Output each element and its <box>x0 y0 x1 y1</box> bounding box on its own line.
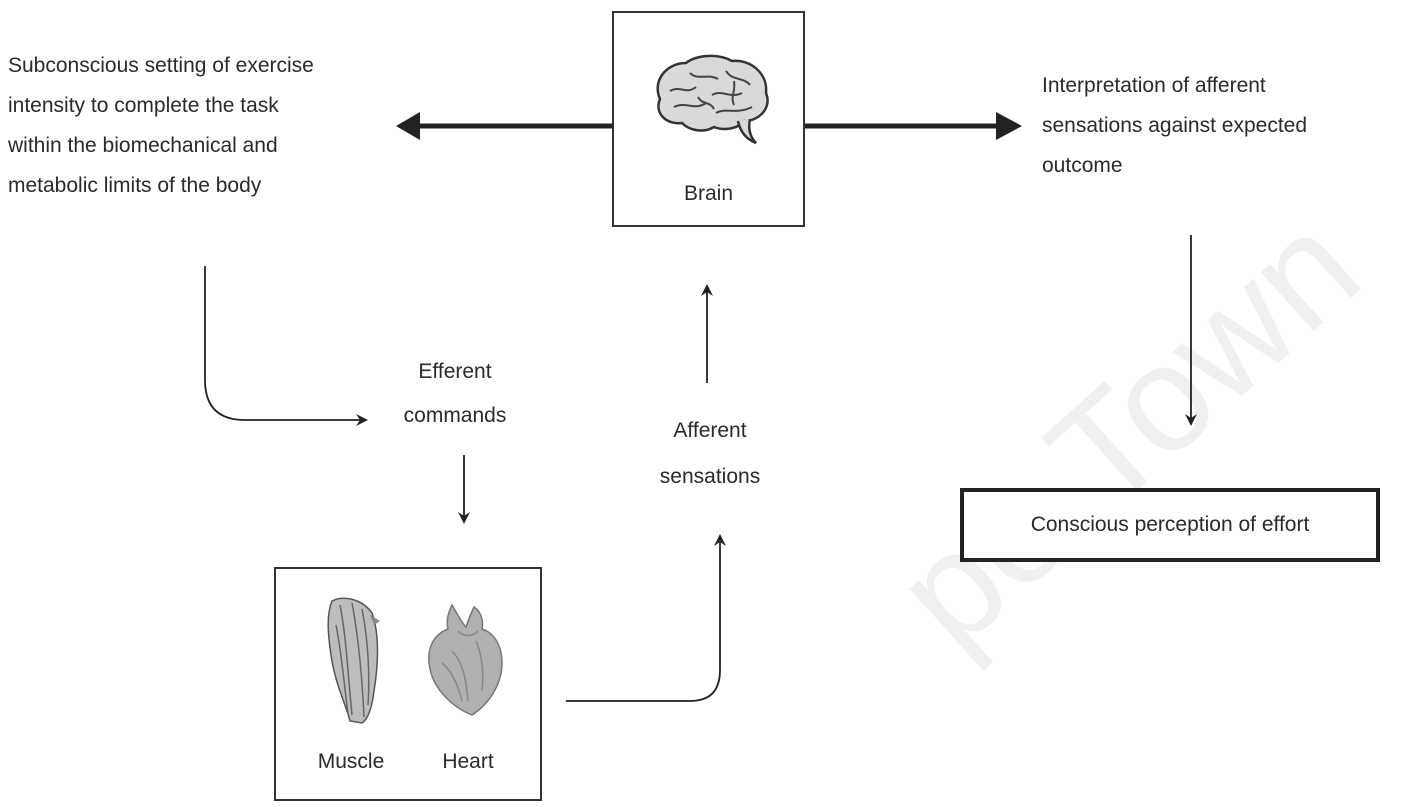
arrow-heart-to-afferent <box>566 536 720 701</box>
arrow-brain-to-subconscious <box>396 112 612 140</box>
arrow-brain-to-interpretation <box>805 112 1022 140</box>
arrow-subconscious-to-efferent <box>205 266 366 420</box>
